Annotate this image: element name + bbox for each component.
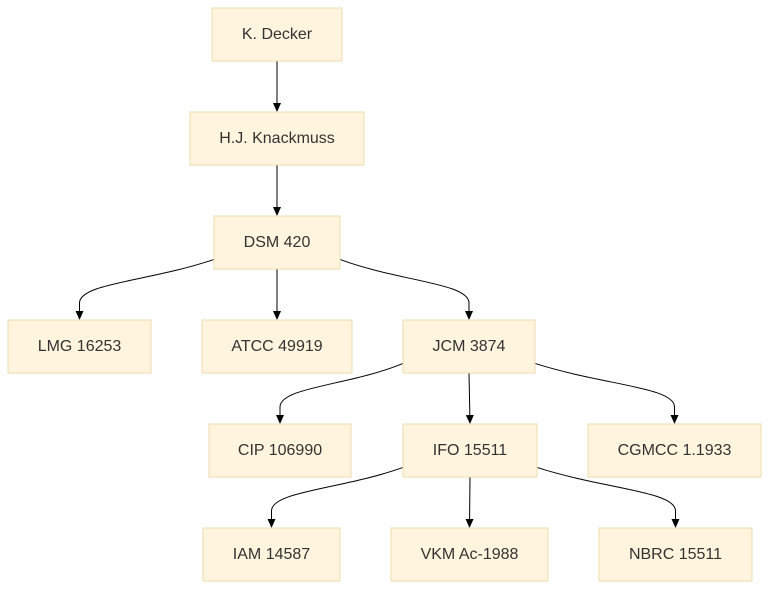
node-label: NBRC 15511 — [629, 546, 722, 563]
node-label: K. Decker — [242, 26, 313, 43]
node-iam14587: IAM 14587 — [202, 527, 341, 582]
node-label: IAM 14587 — [233, 546, 310, 563]
edges-layer — [75, 61, 680, 528]
node-dsm420: DSM 420 — [213, 215, 341, 270]
node-box — [201, 319, 353, 374]
node-nbrc15511: NBRC 15511 — [598, 527, 753, 582]
edge-jcm3874-to-ifo15511 — [465, 372, 474, 424]
node-label: CIP 106990 — [238, 442, 322, 459]
node-label: VKM Ac-1988 — [421, 546, 519, 563]
node-box — [587, 423, 762, 478]
node-label: CGMCC 1.1933 — [618, 442, 732, 459]
node-atcc49919: ATCC 49919 — [201, 319, 353, 374]
node-decker: K. Decker — [211, 7, 343, 62]
node-box — [7, 319, 152, 374]
node-box — [402, 423, 538, 478]
node-box — [208, 423, 352, 478]
node-label: LMG 16253 — [38, 338, 122, 355]
node-box — [390, 527, 549, 582]
node-cip106990: CIP 106990 — [208, 423, 352, 478]
edge-jcm3874-to-cip106990 — [276, 362, 404, 424]
node-lmg16253: LMG 16253 — [7, 319, 152, 374]
node-label: ATCC 49919 — [231, 338, 322, 355]
node-box — [189, 111, 365, 166]
node-knackmuss: H.J. Knackmuss — [189, 111, 365, 166]
node-label: IFO 15511 — [433, 442, 508, 459]
node-box — [211, 7, 343, 62]
node-label: JCM 3874 — [433, 338, 506, 355]
node-box — [213, 215, 341, 270]
node-ifo15511: IFO 15511 — [402, 423, 538, 478]
node-box — [202, 527, 341, 582]
edge-ifo15511-to-nbrc15511 — [536, 466, 680, 528]
edge-dsm420-to-jcm3874 — [339, 258, 473, 320]
edge-ifo15511-to-vkmac1988 — [465, 476, 474, 528]
node-vkmac1988: VKM Ac-1988 — [390, 527, 549, 582]
edge-ifo15511-to-iam14587 — [267, 466, 404, 528]
edge-jcm3874-to-cgmcc11933 — [534, 362, 679, 424]
node-cgmcc11933: CGMCC 1.1933 — [587, 423, 762, 478]
node-label: DSM 420 — [244, 234, 311, 251]
node-box — [402, 319, 536, 374]
edge-dsm420-to-lmg16253 — [75, 258, 215, 320]
node-box — [598, 527, 753, 582]
node-jcm3874: JCM 3874 — [402, 319, 536, 374]
node-label: H.J. Knackmuss — [219, 130, 335, 147]
